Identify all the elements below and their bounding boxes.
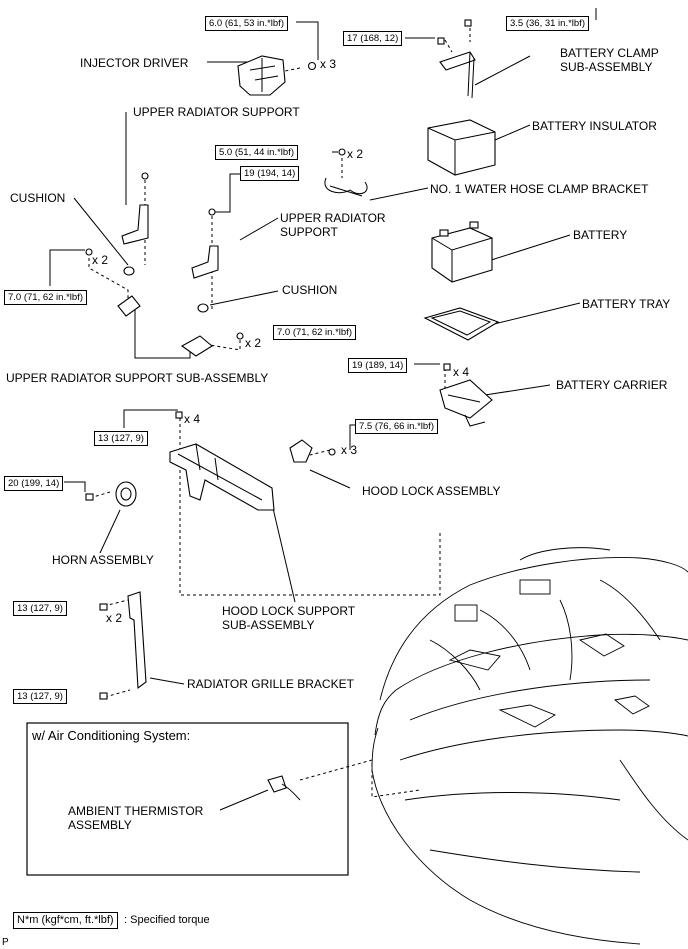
torque-injector-driver: 6.0 (61, 53 in.*lbf)	[205, 16, 288, 31]
torque-horn: 20 (199, 14)	[4, 476, 64, 491]
legend: N*m (kgf*cm, ft.*lbf) : Specified torque	[13, 910, 210, 929]
torque-grille-bracket-top: 13 (127, 9)	[13, 601, 67, 616]
label-hood-lock-support-2: SUB-ASSEMBLY	[222, 618, 315, 632]
label-horn-assembly: HORN ASSEMBLY	[52, 553, 154, 567]
corner-mark: P	[2, 937, 9, 948]
ac-system-frame	[26, 722, 349, 876]
qty-hood-lock-support: x 4	[184, 412, 201, 426]
label-water-hose-clamp-bracket: NO. 1 WATER HOSE CLAMP BRACKET	[430, 182, 649, 196]
label-cushion-left: CUSHION	[10, 191, 66, 205]
qty-cushion-right-bolt: x 2	[245, 336, 262, 350]
label-upper-radiator-support-right-1: UPPER RADIATOR	[280, 211, 386, 225]
radiator-grille-bracket-part	[99, 591, 147, 700]
torque-battery-carrier: 19 (189, 14)	[348, 358, 408, 373]
qty-hood-lock: x 3	[341, 443, 358, 457]
legend-text: : Specified torque	[124, 914, 210, 926]
torque-battery-clamp-right: 3.5 (36, 31 in.*lbf)	[506, 16, 589, 31]
label-battery-clamp-1: BATTERY CLAMP	[560, 46, 659, 60]
label-upper-radiator-support-sub-assembly: UPPER RADIATOR SUPPORT SUB-ASSEMBLY	[6, 371, 269, 385]
water-hose-clamp-bracket-part	[324, 148, 368, 197]
label-upper-radiator-support-right-2: SUPPORT	[280, 225, 338, 239]
label-ambient-thermistor-1: AMBIENT THERMISTOR	[68, 804, 204, 818]
label-radiator-grille-bracket: RADIATOR GRILLE BRACKET	[187, 677, 354, 691]
qty-battery-carrier: x 4	[453, 365, 470, 379]
label-battery-carrier: BATTERY CARRIER	[556, 378, 668, 392]
label-battery-clamp-2: SUB-ASSEMBLY	[560, 60, 653, 74]
upper-radiator-support-left-part	[121, 172, 149, 276]
label-cushion-right: CUSHION	[282, 283, 338, 297]
hood-lock-assembly-part	[289, 439, 336, 463]
battery-clamp-part	[437, 19, 476, 99]
label-battery-insulator: BATTERY INSULATOR	[532, 119, 657, 133]
label-hood-lock-support-1: HOOD LOCK SUPPORT	[222, 604, 356, 618]
legend-unit-box: N*m (kgf*cm, ft.*lbf)	[13, 912, 118, 929]
battery-part	[431, 221, 493, 283]
torque-water-hose-bracket: 5.0 (51, 44 in.*lbf)	[215, 145, 298, 160]
battery-tray-part	[423, 307, 500, 341]
upper-radiator-support-sub-assembly-part	[85, 248, 244, 357]
battery-carrier-part	[439, 363, 493, 427]
label-hood-lock-assembly: HOOD LOCK ASSEMBLY	[362, 484, 501, 498]
qty-water-hose-bracket: x 2	[347, 147, 364, 161]
torque-hood-lock: 7.5 (76, 66 in.*lbf)	[355, 419, 438, 434]
torque-upper-support: 19 (194, 14)	[240, 166, 300, 181]
vehicle-front-illustration	[371, 547, 688, 945]
torque-cushion-left-bolt: 7.0 (71, 62 in.*lbf)	[4, 290, 87, 305]
label-battery-tray: BATTERY TRAY	[582, 297, 671, 311]
upper-radiator-support-right-part	[191, 208, 219, 313]
torque-hood-lock-support: 13 (127, 9)	[94, 431, 148, 446]
label-battery: BATTERY	[573, 228, 628, 242]
qty-grille-bracket: x 2	[106, 611, 123, 625]
label-ac-system-title: w/ Air Conditioning System:	[32, 728, 191, 743]
torque-cushion-right-bolt: 7.0 (71, 62 in.*lbf)	[273, 325, 356, 340]
leader-lines	[49, 8, 597, 811]
hood-lock-support-sub-assembly-part	[169, 411, 275, 511]
battery-insulator-part	[427, 119, 496, 176]
ambient-thermistor-part	[267, 775, 301, 801]
label-upper-radiator-support: UPPER RADIATOR SUPPORT	[133, 105, 300, 119]
qty-cushion-left-bolt: x 2	[92, 253, 109, 267]
label-injector-driver: INJECTOR DRIVER	[80, 56, 189, 70]
qty-injector-driver: x 3	[320, 57, 337, 71]
horn-assembly-part	[85, 481, 137, 507]
injector-driver-part	[237, 55, 317, 96]
label-ambient-thermistor-2: ASSEMBLY	[68, 818, 132, 832]
torque-grille-bracket-bottom: 13 (127, 9)	[13, 689, 67, 704]
torque-battery-clamp-left: 17 (168, 12)	[343, 31, 403, 46]
